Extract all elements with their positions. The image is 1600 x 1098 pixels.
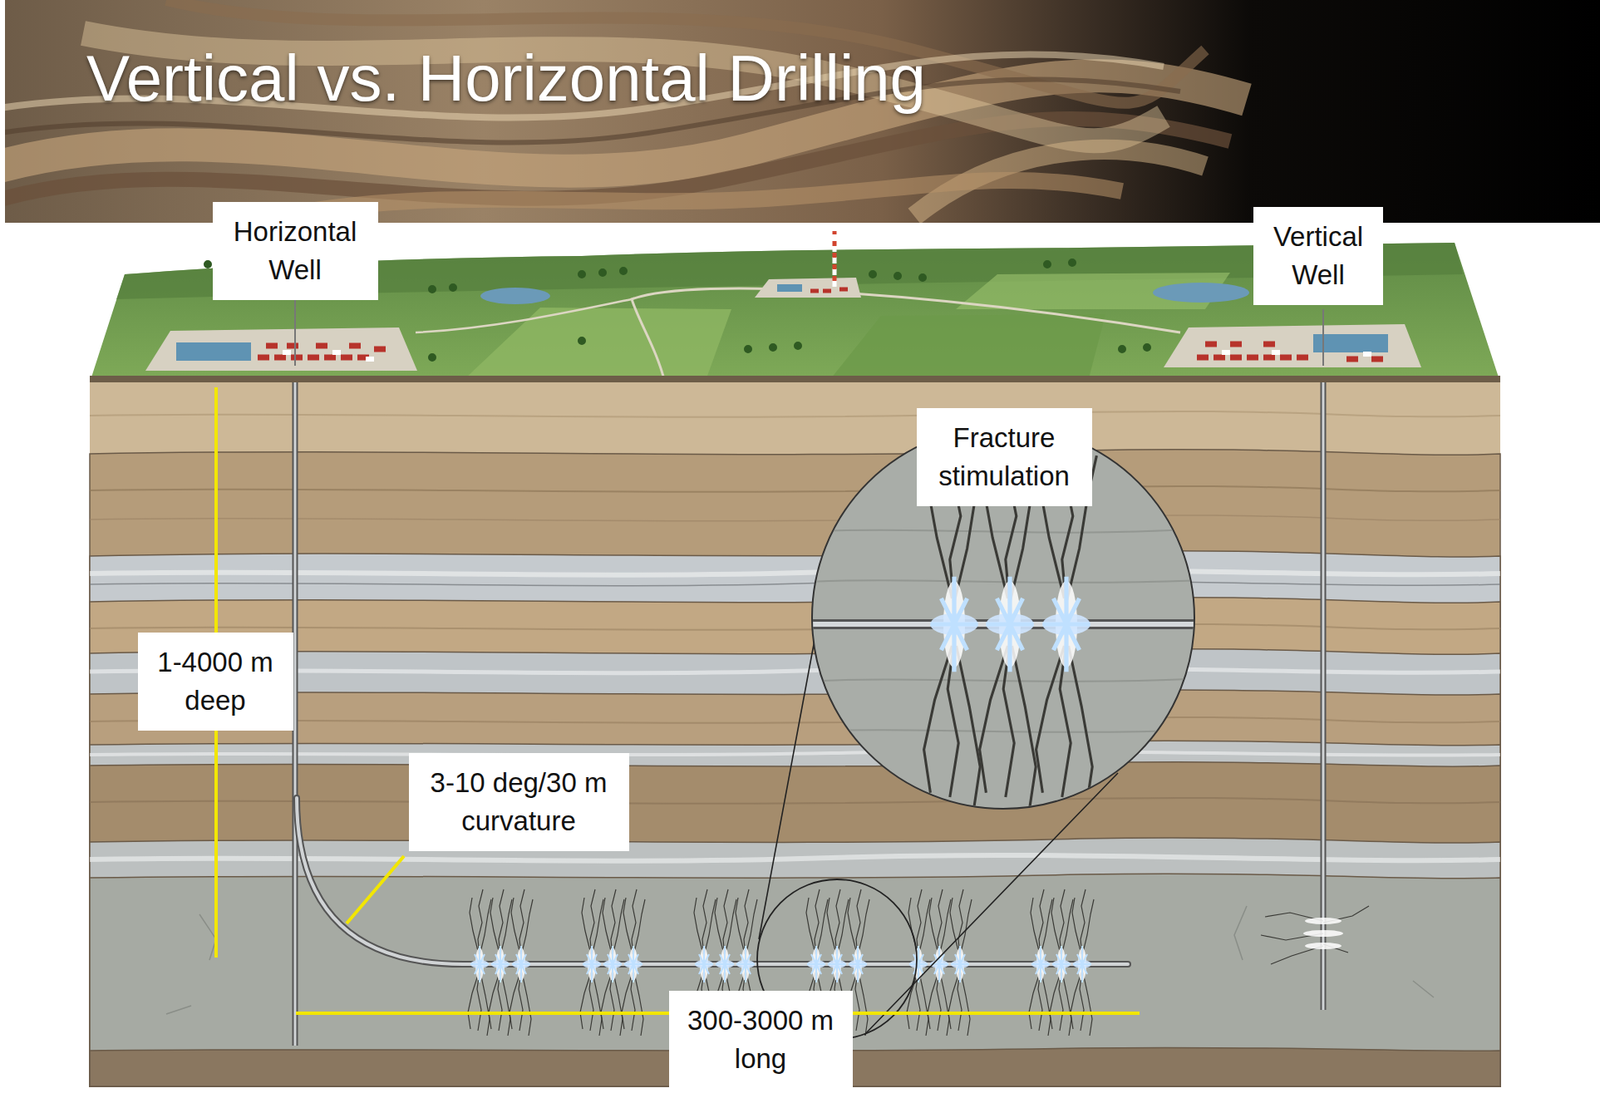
vertical-well bbox=[1260, 382, 1369, 1010]
rock-texture bbox=[89, 569, 1501, 576]
label-box: 3-10 deg/30 m curvature bbox=[408, 753, 630, 852]
vertical-well bbox=[1304, 917, 1342, 925]
terrain-surface bbox=[1322, 309, 1325, 366]
rock-layers bbox=[89, 382, 1501, 1087]
rock-banner bbox=[83, 33, 1164, 141]
vertical-well bbox=[1260, 905, 1369, 965]
rock-banner bbox=[4, 0, 1247, 223]
label-text: Vertical Well bbox=[1273, 221, 1364, 291]
rock-banner bbox=[249, 180, 1123, 223]
rock-texture bbox=[89, 515, 1501, 522]
vertical-well bbox=[1304, 942, 1342, 950]
horizontal-well bbox=[292, 382, 299, 1046]
horizontal-well bbox=[294, 382, 297, 1046]
rock-texture bbox=[89, 624, 1501, 631]
terrain-surface bbox=[754, 277, 862, 298]
rock-texture bbox=[89, 751, 1501, 755]
terrain-surface bbox=[1152, 282, 1250, 303]
terrain-surface bbox=[465, 307, 732, 379]
vertical-well bbox=[1303, 930, 1344, 937]
terrain-surface bbox=[415, 299, 632, 333]
dimension-lines bbox=[346, 856, 404, 924]
terrain-surface bbox=[145, 327, 418, 371]
terrain-surface bbox=[282, 352, 375, 360]
rock-banner bbox=[0, 0, 1600, 223]
rock-texture bbox=[89, 411, 1501, 1015]
terrain-surface bbox=[480, 287, 551, 305]
rock-layers bbox=[89, 740, 1501, 1087]
rock-texture bbox=[89, 667, 1501, 674]
label-box: Horizontal Well bbox=[212, 201, 379, 301]
terrain-surface bbox=[1313, 334, 1389, 353]
rock-texture bbox=[89, 411, 1501, 418]
rock-texture bbox=[89, 797, 1501, 804]
rock-texture bbox=[89, 486, 1501, 493]
rock-texture bbox=[89, 580, 1501, 586]
vertical-well bbox=[1322, 382, 1325, 1010]
terrain-surface bbox=[832, 231, 837, 287]
rock-layers bbox=[89, 689, 1501, 1087]
terrain-surface bbox=[1163, 324, 1422, 368]
terrain-surface bbox=[257, 345, 386, 358]
terrain-surface bbox=[1221, 352, 1372, 355]
label-box: 1-4000 m deep bbox=[137, 632, 294, 731]
terrain-surface bbox=[831, 314, 1106, 379]
rock-banner bbox=[4, 0, 1600, 223]
label-text: 300-3000 m long bbox=[687, 1004, 834, 1074]
rock-layers bbox=[89, 597, 1501, 1087]
zoom-callout bbox=[757, 426, 1206, 1039]
label-text: 3-10 deg/30 m curvature bbox=[430, 767, 608, 837]
rock-texture bbox=[89, 717, 1501, 724]
terrain-surface bbox=[631, 288, 1181, 383]
terrain-surface bbox=[89, 375, 1501, 384]
rock-layers bbox=[89, 649, 1501, 1087]
rock-layers bbox=[89, 551, 1501, 1087]
label-text: Fracture stimulation bbox=[938, 422, 1070, 492]
label-box: 300-3000 m long bbox=[669, 990, 853, 1089]
vertical-well bbox=[1320, 382, 1327, 1010]
terrain-surface bbox=[832, 231, 837, 287]
terrain-surface bbox=[294, 299, 296, 366]
terrain-surface bbox=[1196, 344, 1384, 360]
page-title: Vertical vs. Horizontal Drilling bbox=[86, 45, 926, 111]
dimension-lines bbox=[216, 387, 1140, 1014]
terrain-surface bbox=[810, 289, 848, 291]
label-text: 1-4000 m deep bbox=[157, 646, 273, 716]
label-box: Vertical Well bbox=[1253, 206, 1384, 306]
terrain-surface bbox=[777, 284, 803, 292]
label-box: Fracture stimulation bbox=[916, 408, 1093, 507]
terrain-surface bbox=[176, 342, 252, 361]
rock-layers bbox=[89, 382, 1501, 1087]
label-text: Horizontal Well bbox=[233, 216, 358, 286]
